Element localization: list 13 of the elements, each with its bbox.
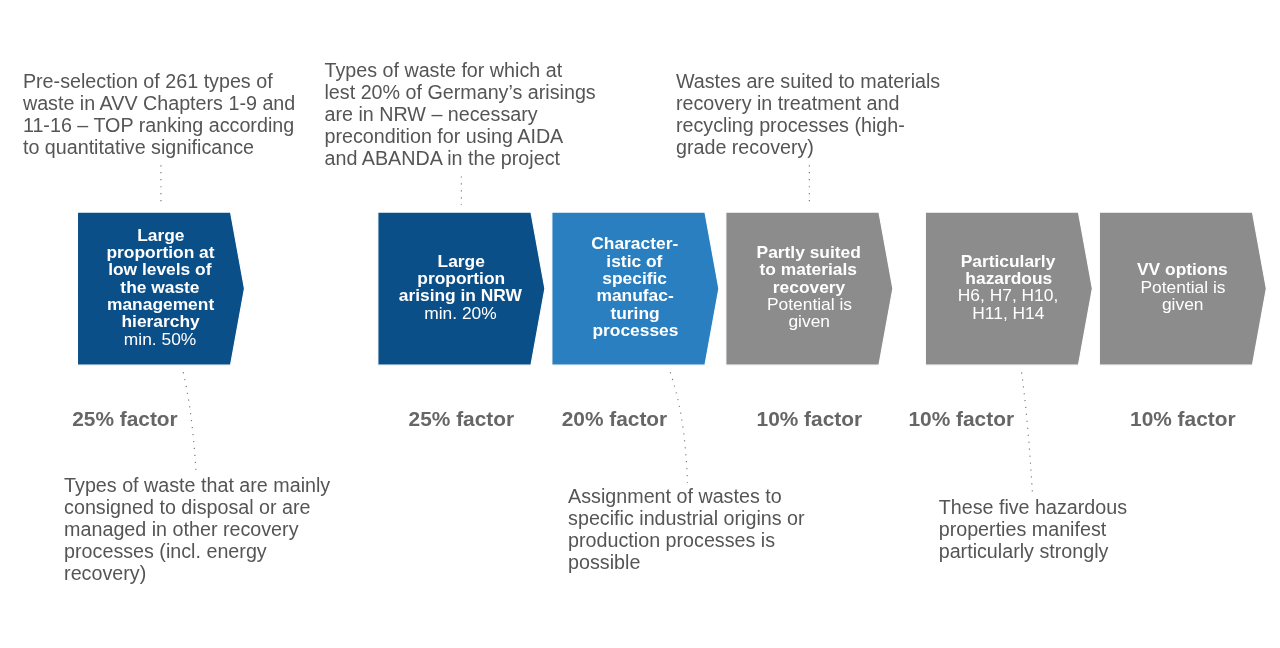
node-text: These five hazardous properties manifest particularly strongly xyxy=(938,496,1128,563)
node-text: Types of waste for which at lest 20% of Germany’s arisings are in NRW – necessary precondition for using AIDA and ABANDA in the project xyxy=(324,59,596,170)
node-label: 10% factor xyxy=(908,406,1015,430)
node-text: Pre-selection of 261 types of waste in AVV Chapters 1-9 and 11-16 – TOP ranking according to quantitative significance xyxy=(22,70,296,159)
node-text: Types of waste that are mainly consigned to disposal or are managed in other recovery processes (incl. energy recovery) xyxy=(64,474,331,585)
node-text: Wastes are suited to materials recovery in treatment and recycling processes (high-grade recovery) xyxy=(675,70,941,159)
node-label: 25% factor xyxy=(408,406,515,430)
node-label: 20% factor xyxy=(561,406,668,430)
node-label: 25% factor xyxy=(72,406,178,430)
connector xyxy=(1021,371,1034,495)
node-text: Assignment of wastes to specific industrial origins or production processes is possible xyxy=(568,485,805,574)
node-label: 10% factor xyxy=(756,406,863,430)
node-label: 10% factor xyxy=(1130,406,1236,430)
